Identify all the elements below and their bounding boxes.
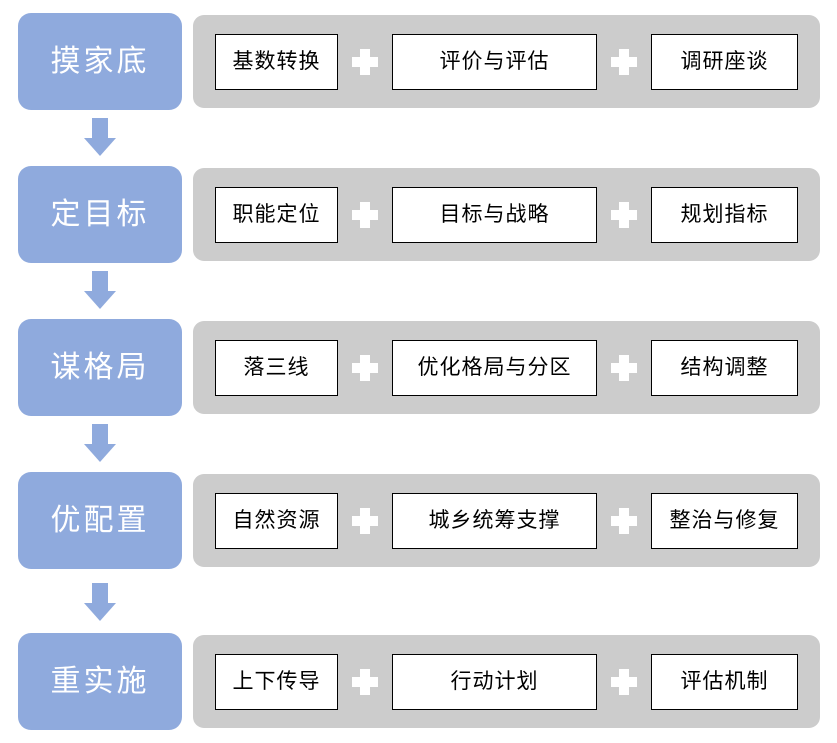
- item-box-2-2-text: 目标与战略: [439, 202, 550, 226]
- stage-label-3-text: 谋格局: [50, 349, 150, 385]
- item-box-1-1[interactable]: 基数转换: [215, 33, 338, 90]
- item-box-3-1-text: 落三线: [243, 355, 310, 379]
- item-box-1-1-text: 基数转换: [232, 49, 321, 73]
- item-box-4-2[interactable]: 城乡统筹支撑: [392, 492, 597, 549]
- plus-icon-3-2: [597, 351, 651, 385]
- item-box-1-2-text: 评价与评估: [439, 49, 550, 73]
- item-box-5-2[interactable]: 行动计划: [392, 653, 597, 710]
- stage-row-5: 重实施 上下传导 行动计划 评估机制: [0, 633, 837, 730]
- item-box-4-1-text: 自然资源: [232, 508, 321, 532]
- plus-icon-1-2: [597, 45, 651, 79]
- item-box-3-2[interactable]: 优化格局与分区: [392, 339, 597, 396]
- item-box-4-3-text: 整治与修复: [669, 508, 780, 532]
- arrow-down-icon-1: [82, 118, 118, 156]
- stage-label-3[interactable]: 谋格局: [18, 319, 182, 416]
- items-panel-1: 基数转换 评价与评估 调研座谈: [193, 15, 820, 108]
- item-box-2-1-text: 职能定位: [232, 202, 321, 226]
- item-box-5-1[interactable]: 上下传导: [215, 653, 338, 710]
- stage-row-4: 优配置 自然资源 城乡统筹支撑 整治与修复: [0, 472, 837, 569]
- item-box-2-3[interactable]: 规划指标: [651, 186, 798, 243]
- stage-label-5-text: 重实施: [50, 663, 150, 699]
- plus-icon-2-2: [597, 198, 651, 232]
- plus-icon-2-1: [338, 198, 392, 232]
- item-box-1-3[interactable]: 调研座谈: [651, 33, 798, 90]
- plus-icon-3-1: [338, 351, 392, 385]
- item-box-5-2-text: 行动计划: [450, 669, 539, 693]
- item-box-3-3[interactable]: 结构调整: [651, 339, 798, 396]
- items-panel-2: 职能定位 目标与战略 规划指标: [193, 168, 820, 261]
- stage-label-4[interactable]: 优配置: [18, 472, 182, 569]
- plus-icon-1-1: [338, 45, 392, 79]
- stage-row-1: 摸家底 基数转换 评价与评估 调研座谈: [0, 13, 837, 110]
- stage-label-2-text: 定目标: [50, 196, 150, 232]
- plus-icon-4-1: [338, 504, 392, 538]
- item-box-3-3-text: 结构调整: [680, 355, 769, 379]
- plus-icon-5-2: [597, 665, 651, 699]
- item-box-1-3-text: 调研座谈: [680, 49, 769, 73]
- item-box-3-1[interactable]: 落三线: [215, 339, 338, 396]
- item-box-4-3[interactable]: 整治与修复: [651, 492, 798, 549]
- item-box-3-2-text: 优化格局与分区: [417, 355, 572, 379]
- items-panel-5: 上下传导 行动计划 评估机制: [193, 635, 820, 728]
- items-panel-4: 自然资源 城乡统筹支撑 整治与修复: [193, 474, 820, 567]
- item-box-4-1[interactable]: 自然资源: [215, 492, 338, 549]
- items-panel-3: 落三线 优化格局与分区 结构调整: [193, 321, 820, 414]
- item-box-5-1-text: 上下传导: [232, 669, 321, 693]
- stage-label-4-text: 优配置: [50, 502, 150, 538]
- arrow-down-icon-2: [82, 271, 118, 309]
- stage-row-3: 谋格局 落三线 优化格局与分区 结构调整: [0, 319, 837, 416]
- stage-label-2[interactable]: 定目标: [18, 166, 182, 263]
- arrow-down-icon-4: [82, 583, 118, 621]
- plus-icon-4-2: [597, 504, 651, 538]
- stage-label-1[interactable]: 摸家底: [18, 13, 182, 110]
- item-box-5-3[interactable]: 评估机制: [651, 653, 798, 710]
- item-box-5-3-text: 评估机制: [680, 669, 769, 693]
- stage-label-5[interactable]: 重实施: [18, 633, 182, 730]
- item-box-4-2-text: 城乡统筹支撑: [428, 508, 561, 532]
- item-box-2-2[interactable]: 目标与战略: [392, 186, 597, 243]
- item-box-2-1[interactable]: 职能定位: [215, 186, 338, 243]
- arrow-down-icon-3: [82, 424, 118, 462]
- item-box-2-3-text: 规划指标: [680, 202, 769, 226]
- stage-row-2: 定目标 职能定位 目标与战略 规划指标: [0, 166, 837, 263]
- item-box-1-2[interactable]: 评价与评估: [392, 33, 597, 90]
- stage-label-1-text: 摸家底: [50, 43, 150, 79]
- plus-icon-5-1: [338, 665, 392, 699]
